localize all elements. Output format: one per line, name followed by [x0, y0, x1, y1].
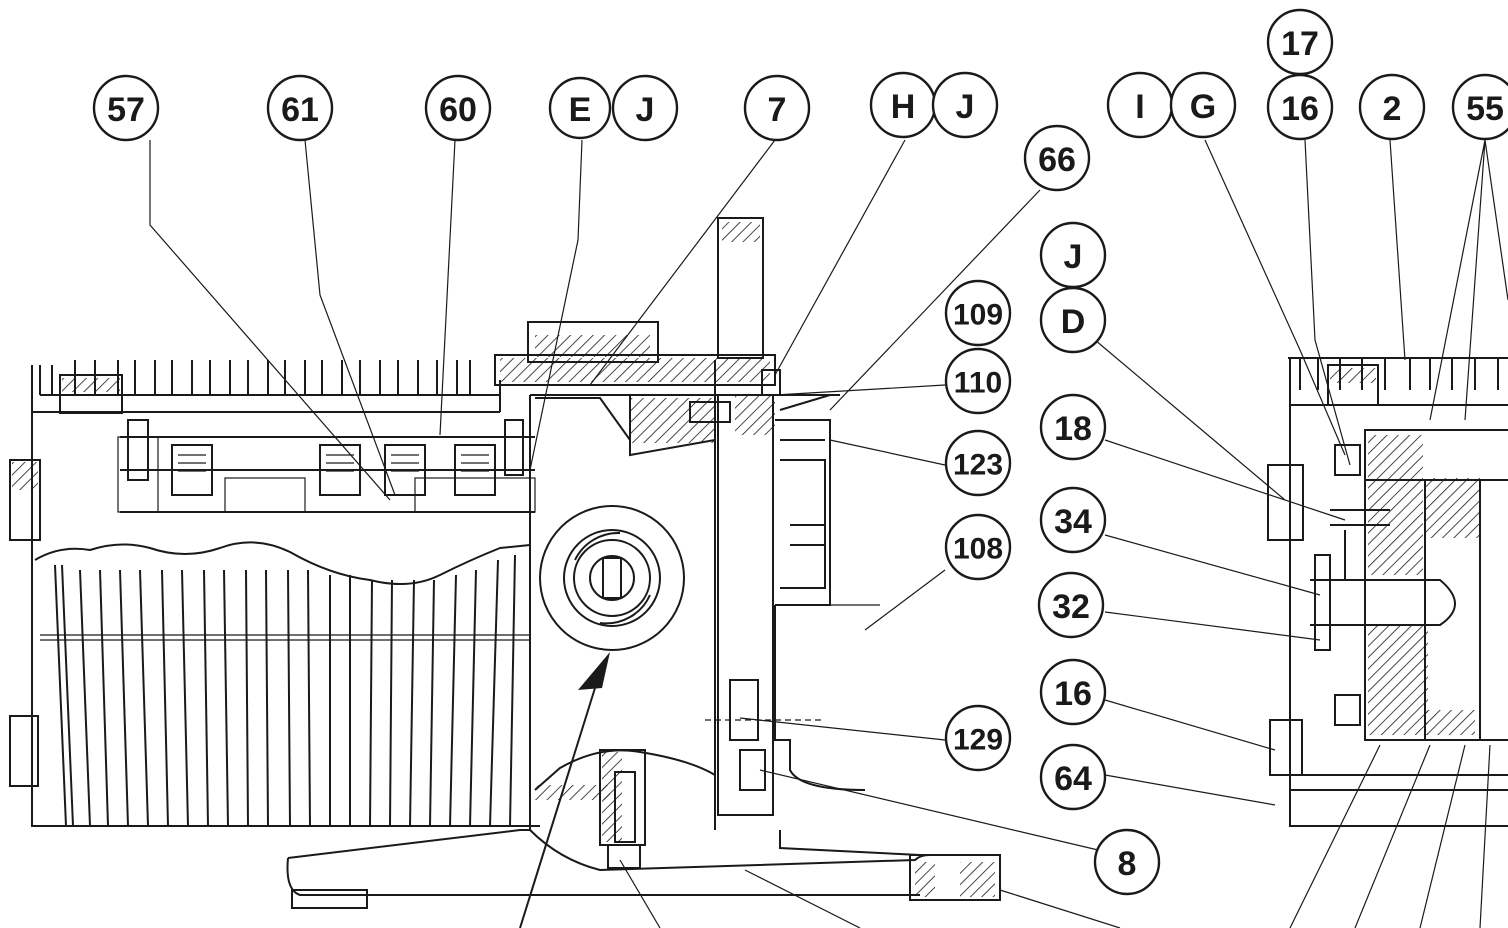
- callout-55: 55: [1451, 73, 1508, 141]
- svg-text:J: J: [956, 88, 975, 126]
- svg-text:I: I: [1135, 88, 1144, 126]
- callout-I: I: [1106, 71, 1174, 139]
- callout-H: H: [869, 71, 937, 139]
- svg-text:61: 61: [281, 91, 319, 129]
- callout-110: 110: [944, 347, 1012, 415]
- svg-text:64: 64: [1054, 760, 1092, 798]
- left-flange: [9, 459, 41, 787]
- motor-housing: [9, 360, 540, 827]
- callouts: 57 61 60 E J 7 H J: [92, 8, 1508, 896]
- callout-34: 34: [1039, 486, 1107, 554]
- callout-60: 60: [424, 74, 492, 142]
- svg-text:129: 129: [953, 724, 1003, 757]
- callout-16-top: 16: [1266, 73, 1334, 141]
- base-plate: [286, 829, 1001, 909]
- callout-E: E: [548, 76, 612, 140]
- callout-J-3: J: [1039, 221, 1107, 289]
- top-fins: [39, 360, 500, 414]
- callout-J-1: J: [611, 74, 679, 142]
- svg-text:E: E: [569, 91, 592, 129]
- svg-text:G: G: [1190, 88, 1216, 126]
- callout-D: D: [1039, 286, 1107, 354]
- pump-section: [1267, 357, 1508, 827]
- callout-8: 8: [1093, 828, 1161, 896]
- svg-text:2: 2: [1383, 90, 1402, 128]
- callout-57: 57: [92, 74, 160, 142]
- gear-housing: [494, 217, 880, 928]
- callout-32: 32: [1037, 571, 1105, 639]
- svg-text:108: 108: [953, 533, 1003, 566]
- svg-text:123: 123: [953, 449, 1003, 482]
- svg-text:34: 34: [1054, 503, 1092, 541]
- svg-text:J: J: [1064, 238, 1083, 276]
- internal-plate: [117, 419, 536, 513]
- svg-text:17: 17: [1281, 25, 1319, 63]
- callout-17: 17: [1266, 8, 1334, 76]
- svg-text:18: 18: [1054, 410, 1092, 448]
- svg-text:16: 16: [1054, 675, 1092, 713]
- svg-text:16: 16: [1281, 90, 1319, 128]
- svg-text:60: 60: [439, 91, 477, 129]
- callout-66: 66: [1023, 124, 1091, 192]
- svg-text:109: 109: [953, 299, 1003, 332]
- leader-lines: [149, 139, 1508, 928]
- svg-text:55: 55: [1466, 90, 1504, 128]
- svg-text:H: H: [891, 88, 916, 126]
- svg-text:J: J: [636, 91, 655, 129]
- callout-61: 61: [266, 74, 334, 142]
- callout-109: 109: [944, 279, 1012, 347]
- svg-text:7: 7: [768, 91, 787, 129]
- callout-G: G: [1169, 71, 1237, 139]
- vertical-fins: [40, 554, 530, 827]
- callout-123: 123: [944, 429, 1012, 497]
- direction-arrow: [578, 652, 610, 690]
- svg-text:66: 66: [1038, 141, 1076, 179]
- callout-108: 108: [944, 513, 1012, 581]
- callout-2: 2: [1358, 73, 1426, 141]
- callout-129: 129: [944, 704, 1012, 772]
- svg-text:D: D: [1061, 303, 1086, 341]
- svg-text:57: 57: [107, 91, 145, 129]
- svg-text:110: 110: [954, 367, 1002, 400]
- callout-18: 18: [1039, 393, 1107, 461]
- callout-16-bottom: 16: [1039, 658, 1107, 726]
- callout-64: 64: [1039, 743, 1107, 811]
- callout-J-2: J: [931, 71, 999, 139]
- svg-text:8: 8: [1118, 845, 1137, 883]
- svg-text:32: 32: [1052, 588, 1090, 626]
- callout-7: 7: [743, 74, 811, 142]
